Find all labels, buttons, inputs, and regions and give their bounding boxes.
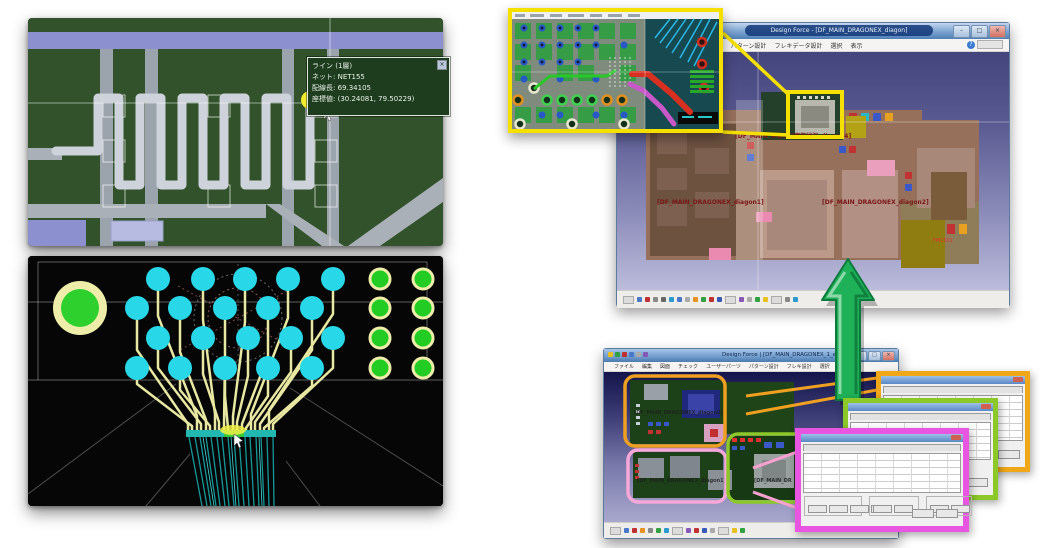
tooltip-coord: 座標値: (30.24081, 79.50229) — [312, 95, 415, 103]
menu-item[interactable]: 編集 — [642, 364, 653, 370]
dialog-titlebar[interactable] — [801, 434, 963, 442]
tooltip-close-icon[interactable]: × — [437, 60, 447, 70]
menu-item[interactable]: 選択 — [819, 364, 830, 370]
tooltip-net: ネット: NET155 — [312, 73, 365, 81]
menu-item[interactable]: フレキデータ設計 — [774, 42, 823, 50]
bga-fanout-graphic — [28, 256, 443, 506]
cancel-button[interactable] — [966, 478, 988, 487]
window1-title: Design Force - [DF_MAIN_DRAGONEX_diagon] — [745, 25, 933, 36]
tooltip-length: 配線長: 69.34105 — [312, 84, 371, 92]
view-segment-control[interactable] — [977, 40, 1003, 49]
green-pads — [368, 267, 435, 380]
cancel-button[interactable] — [998, 450, 1020, 459]
board-label-diagon4: [DF_MAIN_実装(裏)実装状況_diagon4] — [735, 132, 851, 140]
result-dialog-pink[interactable] — [795, 428, 973, 532]
window2-title: Design Force | [DF_MAIN_DRAGONEX_1_edge*… — [722, 352, 852, 358]
board-label-partial: [DF_MAIN_DR — [754, 478, 792, 484]
via-pads — [520, 24, 628, 119]
board-label-diagon2: [DF_MAIN_DRAGONEX_diagon2] — [822, 199, 929, 206]
zoom-inset-panel[interactable] — [508, 8, 723, 133]
close-icon[interactable] — [1013, 377, 1023, 382]
window1-toolbar[interactable] — [617, 290, 1009, 308]
menu-item[interactable]: 表示 — [850, 42, 863, 50]
close-icon[interactable]: × — [989, 25, 1006, 38]
board-label-diagon1: [DF_MAIN_DRAGONEX_diagon1] — [657, 199, 764, 206]
ok-button[interactable] — [912, 509, 934, 518]
menu-item[interactable]: パターン設計 — [730, 42, 767, 50]
window2-menubar: ファイル 編集 図面 チェック ユーザーパーツ パターン設計 フレキ設計 選択 … — [604, 362, 898, 372]
menu-item[interactable]: 選択 — [830, 42, 843, 50]
pcb-board-top — [617, 52, 1009, 290]
menu-item[interactable]: 図面 — [660, 364, 671, 370]
board-label-diagon2: [DF_MAIN_DRAGONEX_diagon2] — [634, 410, 723, 416]
selection-outline-pink — [626, 448, 728, 504]
tooltip-title: ライン (1層) — [312, 62, 353, 70]
board-label-diagon1: [DF_MAIN_DRAGONEX_diagon1] — [637, 478, 726, 484]
menu-item[interactable]: パターン設計 — [748, 364, 779, 370]
pcb-trace-view-panel[interactable] — [28, 18, 443, 246]
cursor-icon — [233, 433, 244, 449]
minimize-icon[interactable]: – — [854, 351, 867, 361]
menu-item[interactable]: 表示 — [837, 364, 848, 370]
help-icon[interactable]: ? — [967, 40, 975, 49]
selection-outline-orange — [623, 374, 727, 448]
result-table[interactable] — [803, 453, 961, 493]
dialog-titlebar[interactable] — [848, 403, 993, 411]
highlighted-net-trace[interactable] — [51, 93, 325, 190]
net-info-tooltip: ライン (1層) ネット: NET155 配線長: 69.34105 座標値: … — [307, 57, 450, 116]
close-icon[interactable]: × — [882, 351, 895, 361]
menu-item[interactable]: チェック — [678, 364, 699, 370]
maximize-icon[interactable]: □ — [971, 25, 988, 38]
pcb-trace-graphic — [28, 18, 443, 246]
menu-item[interactable]: ファイル — [614, 364, 635, 370]
dialog-titlebar[interactable] — [881, 376, 1025, 384]
close-icon[interactable] — [981, 404, 991, 409]
cancel-button[interactable] — [936, 509, 958, 518]
window2-titlebar[interactable]: Design Force | [DF_MAIN_DRAGONEX_1_edge*… — [604, 349, 898, 362]
close-icon[interactable] — [951, 435, 961, 440]
zoom-inset-graphic — [512, 12, 719, 129]
menu-item[interactable]: ユーザーパーツ — [706, 364, 741, 370]
bga-pads — [125, 267, 345, 380]
part-ref-label: FM1501 — [933, 238, 953, 244]
bga-fanout-view-panel[interactable] — [28, 256, 443, 506]
minimize-icon[interactable]: – — [953, 25, 970, 38]
menu-item[interactable]: フレキ設計 — [786, 364, 812, 370]
maximize-icon[interactable]: □ — [868, 351, 881, 361]
